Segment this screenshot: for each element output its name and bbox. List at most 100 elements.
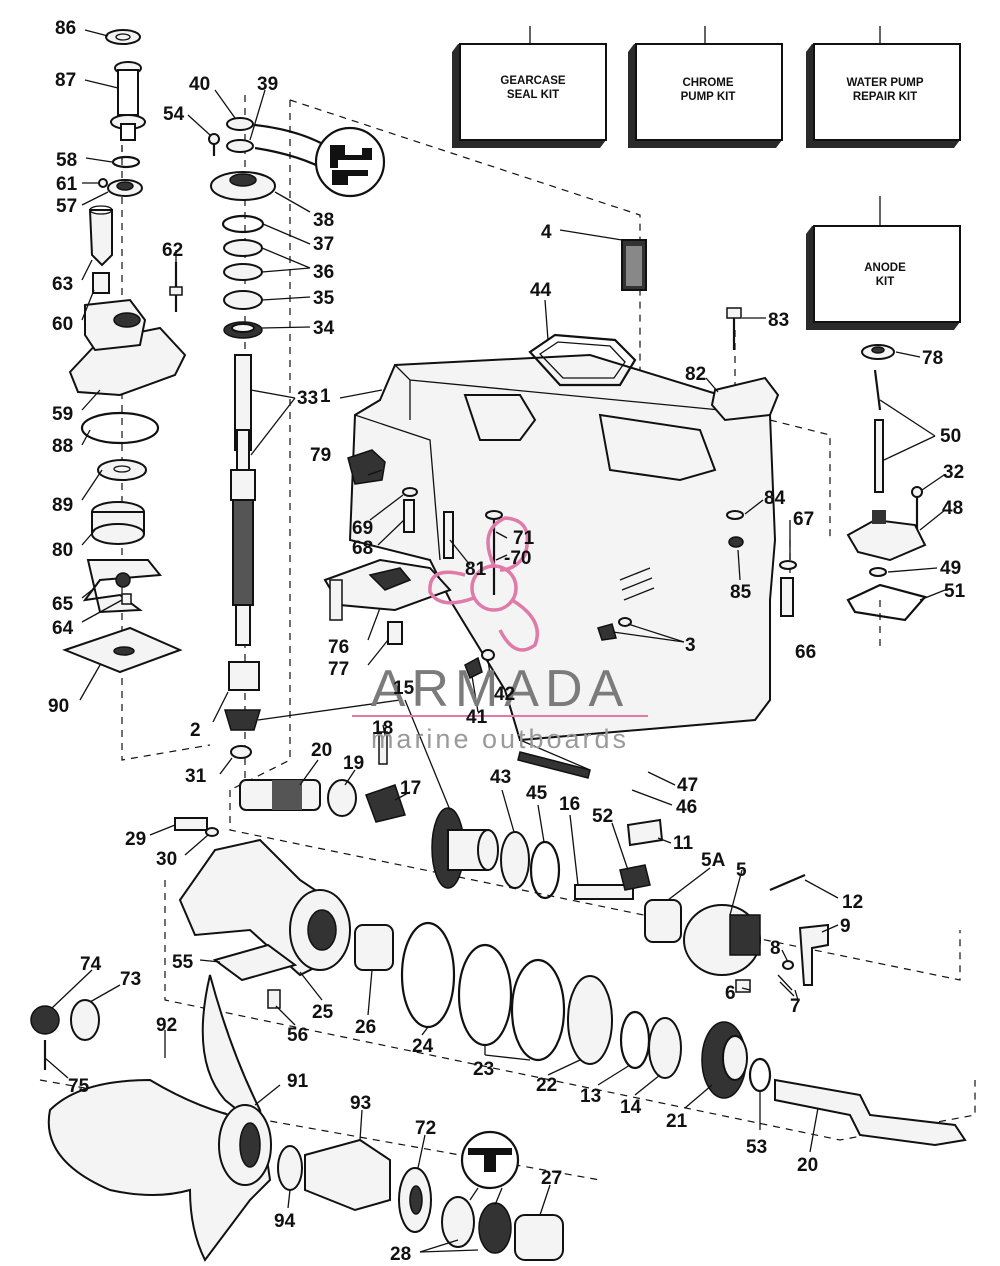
callout-40: 40 <box>189 74 210 95</box>
callout-31: 31 <box>185 766 207 787</box>
callout-65: 65 <box>52 594 74 615</box>
kit-box-96[interactable]: ANODE KIT <box>806 225 961 330</box>
callout-35: 35 <box>313 288 335 309</box>
callout-4: 4 <box>541 222 552 243</box>
callout-56: 56 <box>287 1025 308 1046</box>
leader-lines <box>44 29 946 1253</box>
callout-18: 18 <box>372 718 393 739</box>
gasket-44 <box>528 333 637 387</box>
kit-95-label-line1: CHROME <box>682 77 733 89</box>
kit-96-label-line1: ANODE <box>864 262 906 274</box>
callout-71: 71 <box>513 528 535 549</box>
callout-30: 30 <box>156 849 177 870</box>
callout-50: 50 <box>940 426 961 447</box>
callout-32: 32 <box>943 462 964 483</box>
callout-19: 19 <box>343 753 364 774</box>
kit-98-label-line2: REPAIR KIT <box>853 91 917 103</box>
part-4 <box>621 239 647 291</box>
callout-5a: 5A <box>701 850 726 871</box>
callout-6: 6 <box>725 983 736 1004</box>
callout-14: 14 <box>620 1097 642 1118</box>
callout-33: 33 <box>297 388 318 409</box>
callout-15: 15 <box>393 678 415 699</box>
kit-97-label-line1: GEARCASE <box>500 75 566 87</box>
callout-91: 91 <box>287 1071 309 1092</box>
callout-21: 21 <box>666 1111 688 1132</box>
callout-67: 67 <box>793 509 814 530</box>
callout-27: 27 <box>541 1168 562 1189</box>
callout-57: 57 <box>56 196 77 217</box>
anode-82 <box>710 376 780 422</box>
callout-34: 34 <box>313 318 335 339</box>
callout-28: 28 <box>390 1244 411 1265</box>
callout-55: 55 <box>172 952 194 973</box>
driveshaft-parts <box>208 117 276 759</box>
callout-93: 93 <box>350 1093 371 1114</box>
callout-2: 2 <box>190 720 201 741</box>
callout-49: 49 <box>940 558 961 579</box>
callout-37: 37 <box>313 234 334 255</box>
callout-39: 39 <box>257 74 278 95</box>
callout-80: 80 <box>52 540 73 561</box>
watermark-tagline: marine outboards <box>371 724 629 754</box>
callout-26: 26 <box>355 1017 376 1038</box>
callout-58: 58 <box>56 150 77 171</box>
callout-88: 88 <box>52 436 73 457</box>
callout-22: 22 <box>536 1075 557 1096</box>
kit-96-label-line2: KIT <box>876 276 895 288</box>
callout-62: 62 <box>162 240 183 261</box>
callout-5: 5 <box>736 860 747 881</box>
callout-20b: 20 <box>797 1155 818 1176</box>
callout-45: 45 <box>526 783 548 804</box>
callout-47: 47 <box>677 775 698 796</box>
callout-72: 72 <box>415 1118 436 1139</box>
callout-43: 43 <box>490 767 511 788</box>
callout-38: 38 <box>313 210 334 231</box>
callout-75: 75 <box>68 1076 90 1097</box>
callout-36: 36 <box>313 262 334 283</box>
callout-25: 25 <box>312 1002 334 1023</box>
callout-9: 9 <box>840 916 851 937</box>
callout-53: 53 <box>746 1137 767 1158</box>
armada-propeller-logo <box>428 516 540 652</box>
callout-51: 51 <box>944 581 966 602</box>
callout-16: 16 <box>559 794 580 815</box>
kit-box-95[interactable]: CHROME PUMP KIT <box>628 43 783 148</box>
callout-82: 82 <box>685 364 706 385</box>
callout-87: 87 <box>55 70 76 91</box>
callout-83: 83 <box>768 310 789 331</box>
armada-watermark: ARMADA marine outboards <box>352 516 648 754</box>
callout-7: 7 <box>790 996 801 1017</box>
kit-box-98[interactable]: WATER PUMP REPAIR KIT <box>806 43 961 148</box>
kit-95-label-line2: PUMP KIT <box>681 91 736 103</box>
water-pump-parts <box>62 29 187 674</box>
callout-81: 81 <box>465 559 487 580</box>
callout-59: 59 <box>52 404 73 425</box>
callout-13: 13 <box>580 1086 601 1107</box>
callout-46: 46 <box>676 797 697 818</box>
callout-24: 24 <box>412 1036 434 1057</box>
callout-3: 3 <box>685 635 696 656</box>
callout-60: 60 <box>52 314 73 335</box>
kit-97-label-line2: SEAL KIT <box>507 89 559 101</box>
callout-52: 52 <box>592 806 613 827</box>
callout-1: 1 <box>320 386 331 407</box>
watermark-brand: ARMADA <box>371 660 629 718</box>
callout-23: 23 <box>473 1059 494 1080</box>
seal-detail-inset <box>254 123 386 198</box>
callout-48: 48 <box>942 498 963 519</box>
callout-84: 84 <box>764 488 786 509</box>
callout-44: 44 <box>530 280 552 301</box>
callout-69: 69 <box>352 518 373 539</box>
callout-89: 89 <box>52 495 73 516</box>
lower-gear-assembly <box>30 731 967 1262</box>
callout-29: 29 <box>125 829 146 850</box>
callout-70: -70 <box>504 548 531 569</box>
part-79 <box>347 449 386 485</box>
callout-94: 94 <box>274 1211 296 1232</box>
kit-box-97[interactable]: GEARCASE SEAL KIT <box>452 43 607 148</box>
callout-63: 63 <box>52 274 73 295</box>
